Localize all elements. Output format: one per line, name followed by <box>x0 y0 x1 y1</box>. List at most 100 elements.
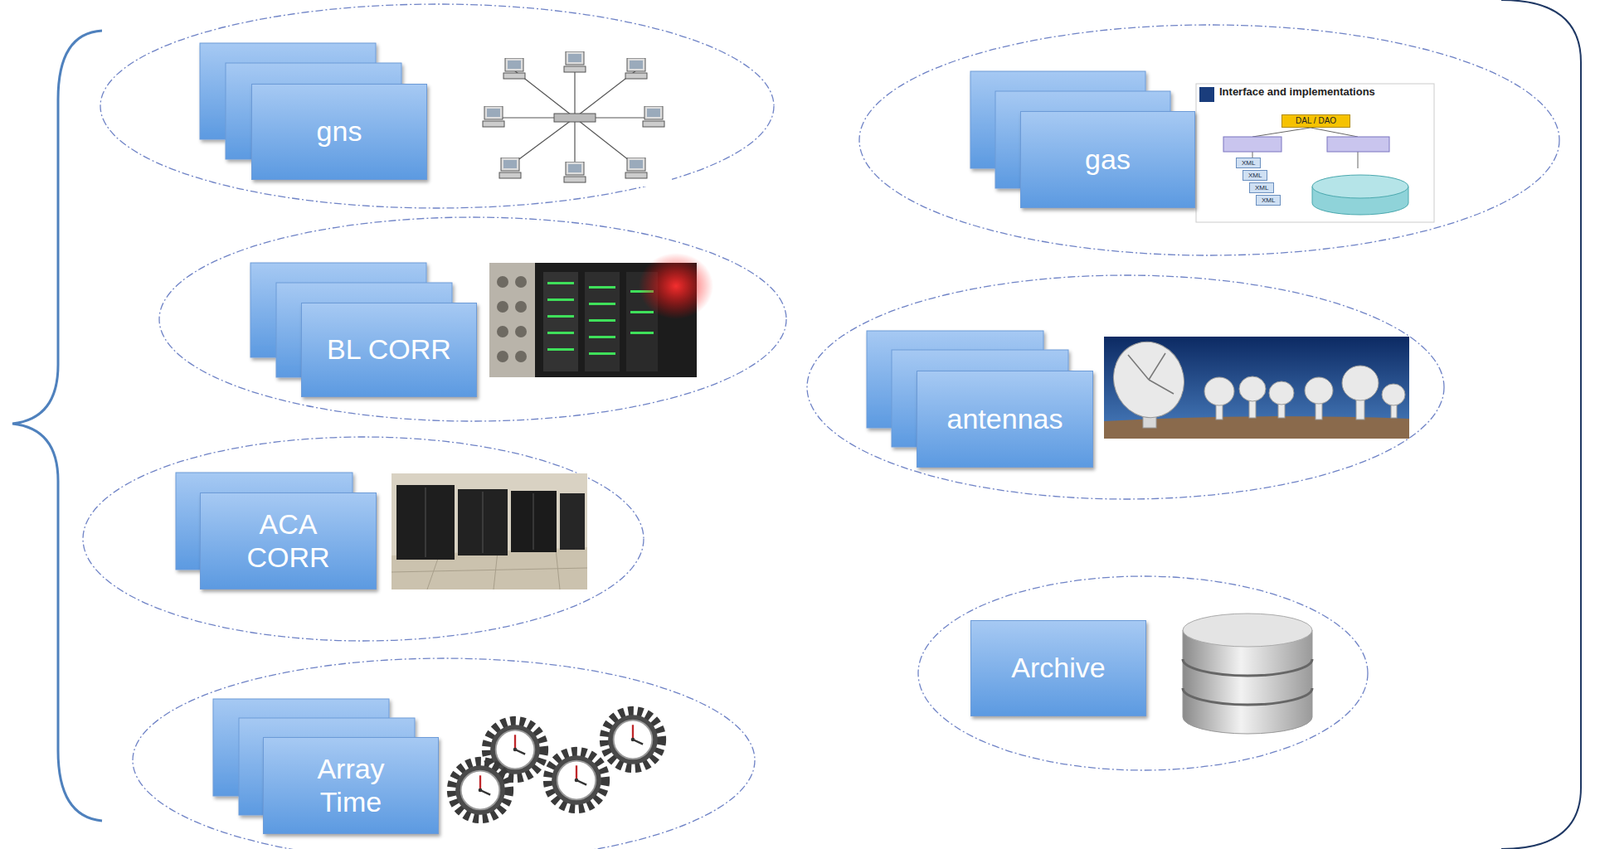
correlator-photo <box>588 352 616 356</box>
process-box: ACA CORR <box>199 492 377 590</box>
correlator-photo <box>489 262 535 378</box>
antennas-photo <box>1204 377 1235 406</box>
interface-diagram-image <box>1196 83 1435 223</box>
network-illustration <box>642 106 665 127</box>
correlator-photo <box>588 286 616 289</box>
group-ellipses <box>918 576 1368 771</box>
antennas-photo <box>1304 377 1333 404</box>
group-ellipses <box>100 4 774 209</box>
antennas-photo <box>1148 379 1174 394</box>
box-label: gas <box>1084 143 1131 176</box>
antennas-photo <box>1148 353 1166 380</box>
server-room-photo <box>559 493 585 550</box>
correlator-photo <box>588 319 616 322</box>
network-illustration <box>477 48 672 187</box>
network-illustration <box>477 48 672 187</box>
box-label: Archive <box>1011 651 1105 685</box>
group-ellipses <box>82 4 1560 849</box>
interface-diagram-image <box>1327 136 1390 152</box>
interface-diagram-image <box>1252 127 1311 137</box>
group-ellipses <box>82 437 644 642</box>
correlator-photo <box>584 272 620 372</box>
network-illustration <box>564 161 586 183</box>
interface-diagram-image <box>1357 151 1359 169</box>
interface-diagram-image <box>1223 136 1282 152</box>
correlator-photo <box>547 282 574 285</box>
antennas-photo <box>1128 355 1149 380</box>
server-room-photo <box>555 549 560 590</box>
antennas-photo <box>1342 365 1379 401</box>
box-label: BL CORR <box>326 333 452 366</box>
database-cylinder <box>1182 659 1313 676</box>
server-room-photo <box>493 551 498 590</box>
correlator-photo <box>489 252 714 378</box>
process-box: gns <box>251 83 428 180</box>
server-room-photo <box>510 491 557 553</box>
network-illustration <box>625 58 647 79</box>
process-box: Archive <box>970 620 1147 717</box>
interface-tag: DAL / DAO <box>1281 114 1351 128</box>
network-illustration <box>510 117 575 166</box>
correlator-photo <box>496 276 527 363</box>
clock-gears <box>451 710 662 819</box>
correlator-photo <box>630 331 654 335</box>
box-label: gns <box>316 115 363 148</box>
group-ellipses <box>807 275 1445 500</box>
server-room-photo <box>482 491 484 554</box>
network-illustration <box>482 106 505 127</box>
correlator-photo <box>515 325 527 338</box>
interface-diagram-image <box>1312 175 1409 199</box>
interface-diagram-image <box>1199 87 1215 103</box>
file-tag: XML <box>1255 194 1281 206</box>
antennas-photo <box>1103 331 1406 428</box>
left-brace <box>12 30 103 822</box>
file-tag: XML <box>1249 182 1275 194</box>
clock-gears <box>547 751 605 809</box>
box-label: Array Time <box>296 753 405 818</box>
process-box: Array Time <box>262 737 439 835</box>
correlator-photo <box>547 282 654 356</box>
network-illustration <box>554 113 596 122</box>
process-box: gas <box>1020 111 1196 209</box>
correlator-photo <box>496 325 509 338</box>
correlator-photo <box>638 252 714 320</box>
server-room-photo <box>457 489 508 556</box>
server-room-photo <box>425 487 534 558</box>
correlator-photo <box>543 272 579 372</box>
file-tag: XML <box>1235 157 1261 169</box>
database-cylinder <box>1182 613 1313 647</box>
server-room-photo <box>533 493 535 550</box>
network-illustration <box>500 66 652 171</box>
correlator-photo <box>515 276 527 288</box>
correlator-photo <box>547 315 574 318</box>
network-illustration <box>573 66 575 118</box>
antennas-photo <box>1239 376 1266 402</box>
correlator-photo <box>588 302 616 306</box>
file-tag: XML <box>1242 170 1268 181</box>
server-room-photo <box>396 485 455 560</box>
antennas-photo <box>1103 331 1410 439</box>
correlator-photo <box>496 276 509 288</box>
network-illustration <box>625 157 647 179</box>
correlator-photo <box>547 298 574 302</box>
box-label: ACA CORR <box>234 508 343 574</box>
network-illustration <box>503 58 526 79</box>
process-box: BL CORR <box>301 302 477 398</box>
correlator-photo <box>515 350 527 363</box>
right-bracket <box>1501 0 1581 849</box>
group-ellipses <box>859 24 1560 256</box>
process-box: antennas <box>916 370 1094 468</box>
group-ellipses <box>159 217 787 422</box>
correlator-photo <box>588 335 616 339</box>
image-title: Interface and implementations <box>1219 86 1376 99</box>
correlator-photo <box>496 350 509 363</box>
database-cylinder <box>1182 613 1313 735</box>
correlator-photo <box>630 311 654 314</box>
server-room-photo <box>425 487 427 558</box>
correlator-photo <box>515 301 527 313</box>
correlator-photo <box>547 348 574 351</box>
antennas-photo <box>1381 384 1406 406</box>
correlator-photo <box>547 331 574 335</box>
